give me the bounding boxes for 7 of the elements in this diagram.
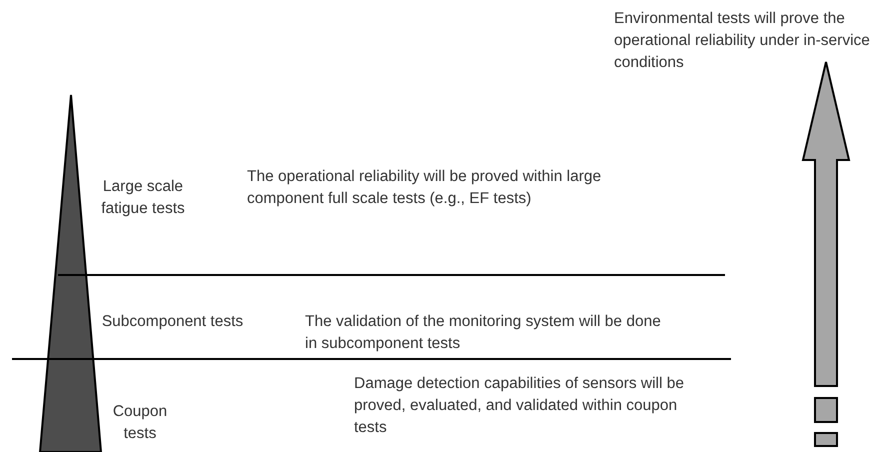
level-description: The validation of the monitoring system will be done in subcomponent tests [305,312,662,354]
note-text: Environmental tests will prove the operational reliability under in-service conditions [614,9,871,73]
level-label: Large scale fatigue tests [100,177,186,219]
level-description: Damage detection capabilities of sensors will be proved, evaluated, and validated within coupon tests [354,374,685,438]
level-description: The operational reliability will be proved within large component full scale tests (e.g., EF tests) [247,167,602,209]
level-label: Subcomponent tests [100,312,244,332]
level-label: Coupon tests [112,402,168,444]
